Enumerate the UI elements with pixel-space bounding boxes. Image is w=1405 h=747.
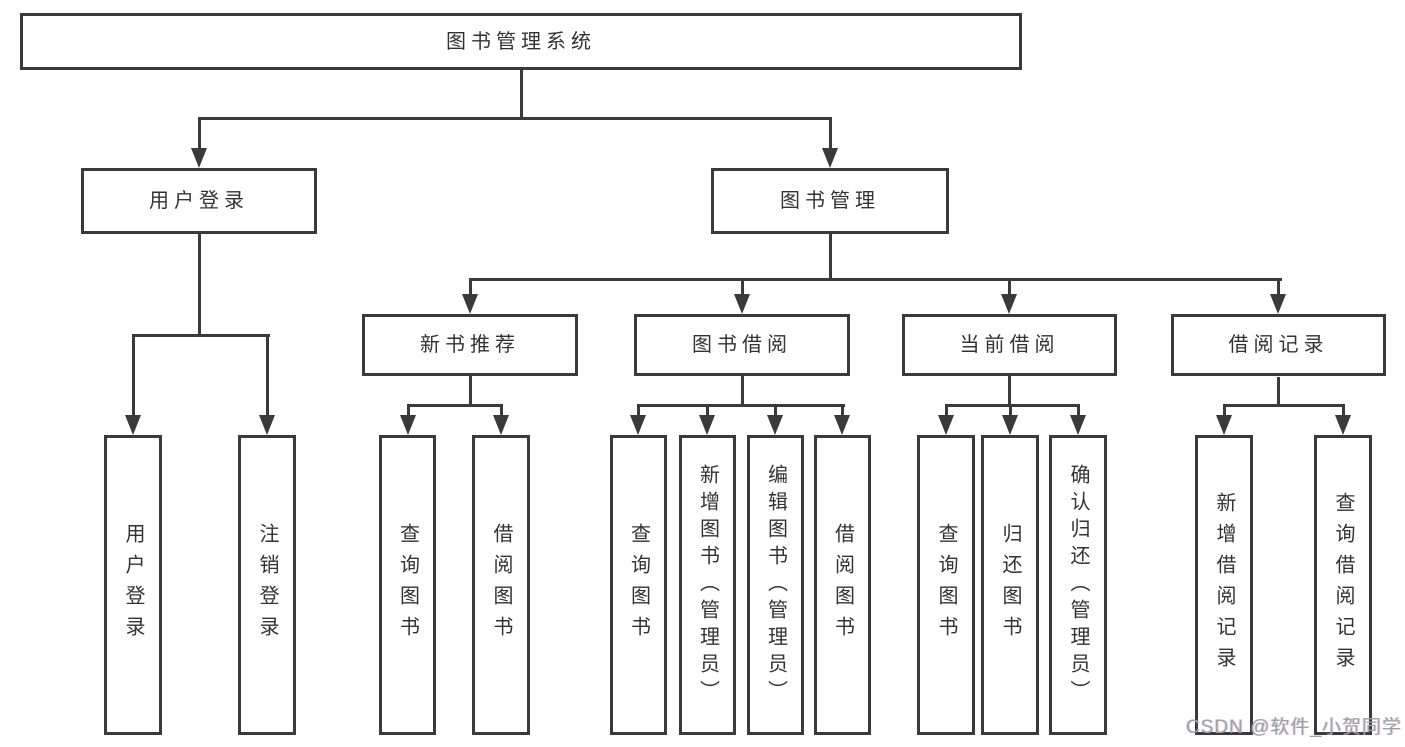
connector-line: [198, 117, 201, 150]
node-label: 查询图书: [396, 523, 419, 647]
node-label: 注销登录: [256, 523, 278, 647]
node-book-borrow: 图书借阅: [634, 314, 850, 376]
node-label: 查询图书: [935, 523, 957, 647]
node-label: 图书借阅: [692, 334, 792, 356]
connector-line: [198, 117, 832, 120]
node-book-borrow-child-2: 编辑图书（管理员）: [747, 435, 804, 735]
connector-line: [774, 404, 777, 416]
connector-line: [469, 376, 472, 407]
connector-line: [1277, 377, 1280, 405]
connector-line: [407, 404, 503, 407]
node-label: 编辑图书（管理员）: [764, 463, 787, 707]
connector-line: [1008, 278, 1011, 296]
connector-line: [132, 334, 135, 417]
connector-line: [945, 404, 948, 416]
connector-line: [1008, 376, 1011, 407]
arrowhead-icon: [1270, 294, 1286, 314]
connector-line: [637, 404, 640, 416]
node-current-borrow-child-0: 查询图书: [917, 435, 975, 735]
connector-line: [266, 334, 269, 417]
node-new-book: 新书推荐: [362, 314, 578, 376]
connector-line: [741, 278, 744, 296]
arrowhead-icon: [834, 415, 850, 435]
node-new-book-child-1: 借阅图书: [472, 435, 530, 735]
node-label: 图书管理: [780, 190, 880, 212]
connector-line: [706, 404, 709, 416]
connector-line: [1077, 404, 1080, 416]
connector-line: [132, 334, 270, 337]
node-label: 借阅图书: [831, 523, 854, 647]
connector-line: [500, 404, 503, 416]
arrowhead-icon: [1002, 415, 1018, 435]
arrowhead-icon: [493, 415, 509, 435]
arrowhead-icon: [1216, 415, 1232, 435]
connector-line: [469, 278, 472, 296]
node-book-mgmt: 图书管理: [711, 168, 949, 234]
arrowhead-icon: [191, 148, 207, 168]
arrowhead-icon: [938, 415, 954, 435]
node-book-borrow-child-1: 新增图书（管理员）: [679, 435, 736, 735]
node-user-login: 用户登录: [81, 168, 317, 234]
node-borrow-record-child-0: 新增借阅记录: [1195, 435, 1253, 735]
arrowhead-icon: [125, 415, 141, 435]
node-label: 查询借阅记录: [1332, 492, 1354, 678]
node-current-borrow-child-2: 确认归还（管理员）: [1049, 435, 1107, 735]
node-new-book-child-0: 查询图书: [379, 435, 436, 735]
connector-line: [1342, 404, 1345, 416]
node-current-borrow: 当前借阅: [902, 314, 1117, 376]
node-label: 借阅图书: [490, 523, 512, 647]
node-label: 查询图书: [627, 523, 650, 647]
node-label: 用户登录: [122, 523, 144, 647]
node-label: 用户登录: [149, 190, 249, 212]
node-label: 当前借阅: [959, 334, 1060, 356]
csdn-watermark: CSDN @软件_小贺同学: [1186, 717, 1402, 738]
arrowhead-icon: [734, 294, 750, 314]
arrowhead-icon: [767, 415, 783, 435]
arrowhead-icon: [259, 415, 275, 435]
connector-line: [1277, 278, 1280, 296]
arrowhead-icon: [1335, 415, 1351, 435]
node-label: 新书推荐: [420, 334, 520, 356]
connector-line: [829, 234, 832, 280]
connector-line: [520, 70, 523, 118]
node-current-borrow-child-1: 归还图书: [981, 435, 1039, 735]
node-book-borrow-child-3: 借阅图书: [814, 435, 871, 735]
arrowhead-icon: [462, 294, 478, 314]
connector-line: [945, 404, 1079, 407]
connector-line: [407, 404, 410, 416]
node-borrow-record: 借阅记录: [1171, 314, 1386, 376]
arrowhead-icon: [822, 148, 838, 168]
connector-line: [469, 278, 1282, 281]
connector-line: [741, 376, 744, 407]
node-label: 确认归还（管理员）: [1067, 463, 1089, 707]
node-user-login-child-0: 用户登录: [104, 435, 162, 735]
node-label: 新增借阅记录: [1213, 492, 1235, 678]
node-label: 图书管理系统: [446, 30, 596, 53]
arrowhead-icon: [400, 415, 416, 435]
connector-line: [637, 404, 845, 407]
node-book-borrow-child-0: 查询图书: [610, 435, 667, 735]
arrowhead-icon: [630, 415, 646, 435]
node-borrow-record-child-1: 查询借阅记录: [1314, 435, 1372, 735]
connector-line: [829, 117, 832, 150]
connector-line: [198, 234, 201, 336]
node-root: 图书管理系统: [20, 13, 1022, 70]
connector-line: [1223, 404, 1345, 407]
node-user-login-child-1: 注销登录: [238, 435, 296, 735]
node-label: 新增图书（管理员）: [696, 463, 719, 707]
node-label: 借阅记录: [1228, 334, 1329, 356]
arrowhead-icon: [1070, 415, 1086, 435]
connector-line: [1009, 404, 1012, 416]
arrowhead-icon: [1001, 294, 1017, 314]
connector-line: [1223, 404, 1226, 416]
node-label: 归还图书: [999, 523, 1021, 647]
arrowhead-icon: [699, 415, 715, 435]
connector-line: [841, 404, 844, 416]
